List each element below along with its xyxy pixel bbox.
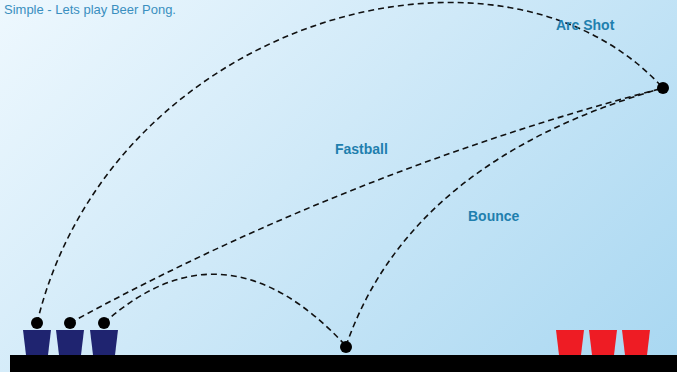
- page-title: Simple - Lets play Beer Pong.: [4, 2, 176, 17]
- ball: [340, 341, 352, 353]
- table: [10, 355, 677, 372]
- cup: [589, 330, 617, 355]
- cup: [622, 330, 650, 355]
- shot-label: Bounce: [468, 208, 519, 224]
- fastball-path: [70, 88, 663, 323]
- ball: [64, 317, 76, 329]
- cup: [556, 330, 584, 355]
- ball: [657, 82, 669, 94]
- bounce-path: [104, 274, 346, 346]
- shot-label: Fastball: [335, 141, 388, 157]
- cup: [56, 330, 84, 355]
- ball: [31, 317, 43, 329]
- bounce-path: [346, 88, 663, 346]
- arc-shot-path: [37, 2, 663, 323]
- cup: [23, 330, 51, 355]
- shot-label: Arc Shot: [556, 17, 614, 33]
- cup: [90, 330, 118, 355]
- ball: [98, 317, 110, 329]
